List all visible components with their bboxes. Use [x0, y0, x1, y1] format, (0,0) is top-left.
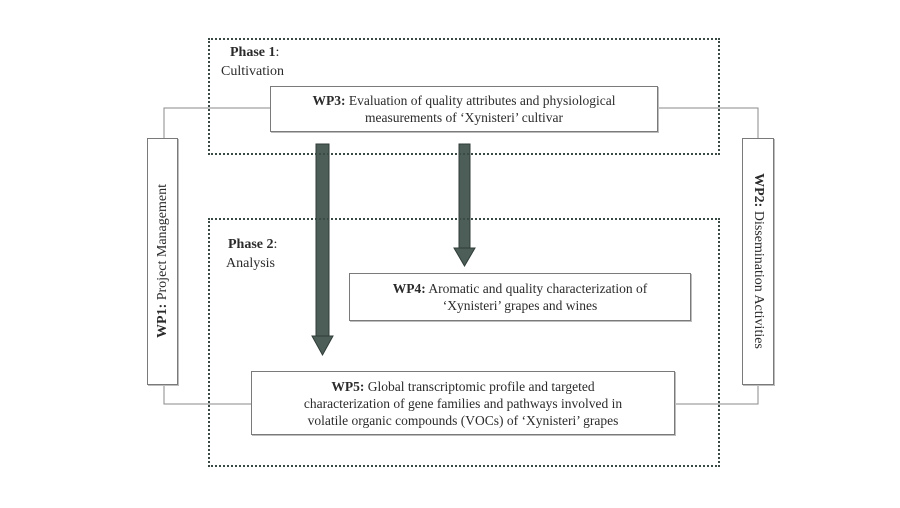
wp2-box: [742, 138, 774, 385]
wp5-code: WP5:: [331, 378, 365, 394]
phase1-title: Phase 1:: [230, 45, 280, 60]
phase2-title: Phase 2:: [228, 237, 278, 252]
wp5-line2: characterization of gene families and pa…: [303, 395, 623, 411]
connector-wp1-wp3: [163, 107, 270, 138]
phase1-subtitle: Cultivation: [221, 64, 284, 79]
wp5-line3: volatile organic compounds (VOCs) of ‘Xy…: [307, 412, 619, 428]
wp4-line2: ‘Xynisteri’ grapes and wines: [442, 298, 598, 313]
wp4-code: WP4:: [392, 281, 426, 296]
connector-wp3-wp2: [658, 107, 759, 138]
connector-wp5-wp2: [675, 385, 759, 405]
wp1-label: WP1: Project Management: [155, 184, 170, 338]
connector-wp1-wp5: [163, 385, 251, 405]
wp3-box: WP3: Evaluation of quality attributes an…: [270, 86, 658, 132]
phase2-subtitle: Analysis: [226, 256, 275, 271]
phase2-container: [208, 218, 720, 467]
wp4-line1: Aromatic and quality characterization of: [425, 281, 648, 296]
wp5-box: WP5: Global transcriptomic profile and t…: [251, 371, 675, 435]
wp3-line2: measurements of ‘Xynisteri’ cultivar: [364, 110, 564, 125]
wp3-line1: Evaluation of quality attributes and phy…: [345, 93, 616, 108]
wp4-box: WP4: Aromatic and quality characterizati…: [349, 273, 691, 321]
wp3-code: WP3:: [312, 93, 346, 108]
arrow-wp3-to-wp5: [311, 143, 334, 357]
wp5-line1: Global transcriptomic profile and target…: [364, 378, 595, 394]
arrow-wp3-to-wp4: [453, 143, 476, 267]
wp1-box: [147, 138, 178, 385]
phase1-container: [208, 38, 720, 155]
wp2-label: WP2: Dissemination Activities: [751, 173, 766, 349]
